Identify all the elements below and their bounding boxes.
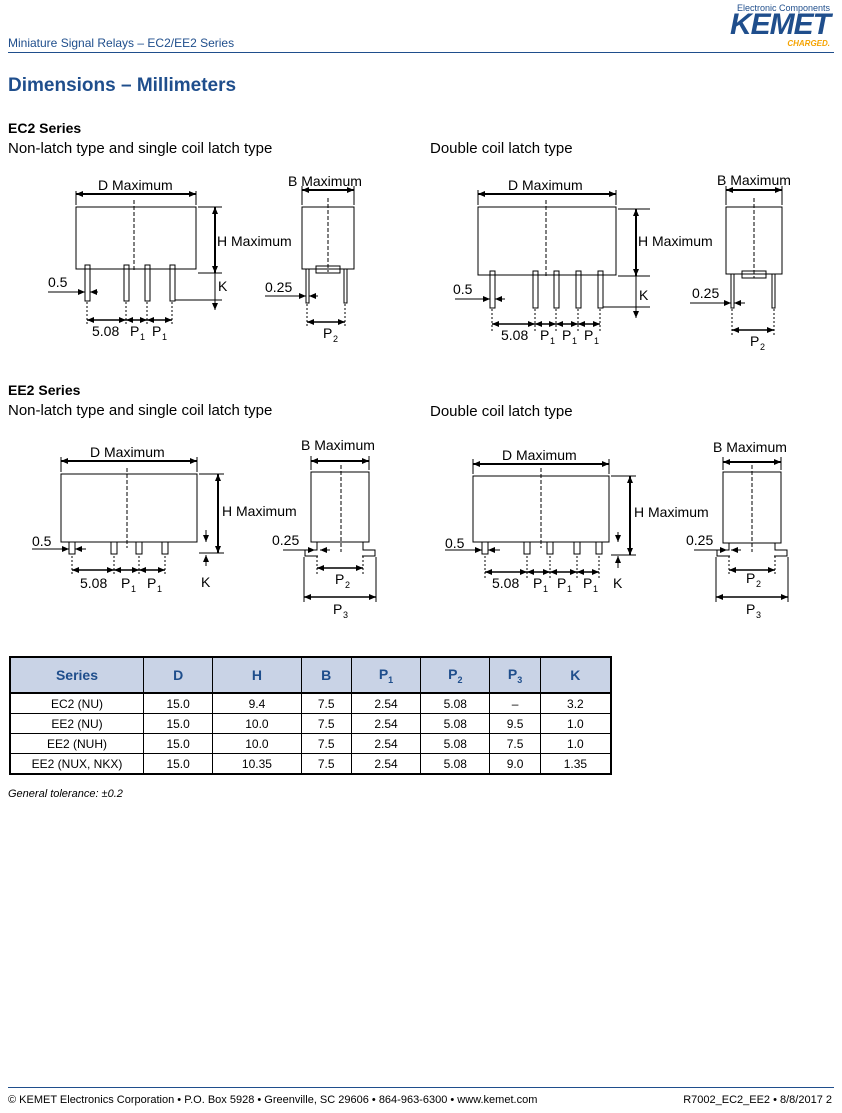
- col-b: B: [300, 656, 352, 694]
- header-rule: [8, 52, 834, 53]
- footer-contact: © KEMET Electronics Corporation • P.O. B…: [8, 1094, 538, 1106]
- ee2-dc-pitch-label: 5.08: [492, 575, 519, 591]
- svg-text:3: 3: [343, 610, 348, 620]
- ee2-right-caption: Double coil latch type: [430, 403, 573, 420]
- ee2-front-view: [32, 457, 224, 576]
- ec2-heading: EC2 Series: [8, 120, 82, 136]
- header-title: Miniature Signal Relays – EC2/EE2 Series: [8, 36, 235, 50]
- svg-text:P: P: [147, 575, 156, 591]
- ec2-dc-pin-width-label: 0.5: [453, 281, 473, 297]
- ee2-dc-h-label: H Maximum: [634, 504, 709, 520]
- ee2-pin-width-label: 0.5: [32, 533, 52, 549]
- ec2-side-pin-label: 0.25: [265, 279, 292, 295]
- ec2-dc-k-label: K: [639, 287, 649, 303]
- ec2-p2-label: P: [323, 325, 332, 341]
- svg-text:1: 1: [594, 336, 599, 346]
- ee2-p3-label: P: [333, 601, 342, 617]
- ec2-p1-label: P: [130, 323, 139, 339]
- ee2-side-view: [283, 456, 377, 602]
- ee2-left-caption: Non-latch type and single coil latch typ…: [8, 402, 273, 419]
- svg-text:1: 1: [543, 584, 548, 594]
- svg-text:P: P: [533, 575, 542, 591]
- ec2-dc-h-label: H Maximum: [638, 233, 713, 249]
- ec2-d-label: D Maximum: [98, 177, 173, 193]
- svg-text:P: P: [584, 327, 593, 343]
- ee2-pitch-label: 5.08: [80, 575, 107, 591]
- logo-charged: CHARGED.: [787, 39, 830, 48]
- col-h: H: [212, 656, 302, 694]
- ee2-b-label: B Maximum: [301, 437, 375, 453]
- svg-text:P: P: [583, 575, 592, 591]
- footer-doc-id: R7002_EC2_EE2 • 8/8/2017 2: [683, 1094, 832, 1106]
- ee2-dc-b-label: B Maximum: [713, 439, 787, 455]
- ee2-dc-side-view: [694, 457, 789, 602]
- ee2-d-label: D Maximum: [90, 444, 165, 460]
- ee2-dc-p2-label: P: [746, 570, 755, 586]
- ec2-left-caption: Non-latch type and single coil latch typ…: [8, 140, 273, 157]
- ec2-dc-pitch-label: 5.08: [501, 327, 528, 343]
- ee2-dc-pin-width-label: 0.5: [445, 535, 465, 551]
- ee2-p2-label: P: [335, 571, 344, 587]
- ee2-side-pin-label: 0.25: [272, 532, 299, 548]
- ee2-dc-side-pin-label: 0.25: [686, 532, 713, 548]
- ec2-dc-front-view: [455, 190, 650, 332]
- dimension-drawings: D Maximum H Maximum K 0.5 5.08 P 1 P 1 B…: [32, 172, 791, 620]
- ec2-b-label: B Maximum: [288, 173, 362, 189]
- table-header-row: Series D H B P1 P2 P3 K: [9, 656, 612, 694]
- col-k: K: [539, 656, 612, 694]
- ec2-p1b-label: P: [152, 323, 161, 339]
- ee2-dc-k-label: K: [613, 575, 623, 591]
- logo-tagline: Electronic Components: [736, 3, 830, 13]
- svg-text:2: 2: [760, 342, 765, 352]
- ee2-dc-front-view: [445, 459, 636, 578]
- svg-text:P: P: [540, 327, 549, 343]
- footer-rule: [8, 1087, 834, 1088]
- svg-text:P: P: [121, 575, 130, 591]
- col-p1: P1: [350, 656, 422, 694]
- ec2-dc-side-pin-label: 0.25: [692, 285, 719, 301]
- col-p2: P2: [420, 656, 491, 694]
- ec2-pin-width-label: 0.5: [48, 274, 68, 290]
- svg-text:1: 1: [140, 332, 145, 342]
- ee2-k-label: K: [201, 574, 211, 590]
- ec2-k-label: K: [218, 278, 228, 294]
- svg-text:1: 1: [567, 584, 572, 594]
- ec2-dc-p2-label: P: [750, 333, 759, 349]
- ec2-right-caption: Double coil latch type: [430, 140, 573, 157]
- svg-text:1: 1: [162, 332, 167, 342]
- ec2-h-label: H Maximum: [217, 233, 292, 249]
- svg-text:1: 1: [157, 584, 162, 594]
- ee2-dc-p3-label: P: [746, 601, 755, 617]
- svg-text:1: 1: [550, 336, 555, 346]
- ec2-side-view: [265, 186, 355, 328]
- section-title: Dimensions – Millimeters: [8, 75, 237, 96]
- svg-text:P: P: [557, 575, 566, 591]
- col-p3: P3: [489, 656, 541, 694]
- ec2-dc-d-label: D Maximum: [508, 177, 583, 193]
- ee2-heading: EE2 Series: [8, 382, 81, 398]
- svg-text:P: P: [562, 327, 571, 343]
- svg-text:3: 3: [756, 610, 761, 620]
- ec2-dc-b-label: B Maximum: [717, 172, 791, 188]
- ee2-dc-d-label: D Maximum: [502, 447, 577, 463]
- col-d: D: [142, 656, 214, 694]
- svg-text:2: 2: [333, 334, 338, 344]
- ec2-dc-side-view: [690, 186, 783, 336]
- general-tolerance: General tolerance: ±0.2: [8, 788, 123, 800]
- svg-text:2: 2: [756, 579, 761, 589]
- ec2-pitch-label: 5.08: [92, 323, 119, 339]
- svg-text:1: 1: [131, 584, 136, 594]
- col-series: Series: [9, 656, 144, 694]
- svg-text:2: 2: [345, 580, 350, 590]
- svg-text:1: 1: [572, 336, 577, 346]
- svg-text:1: 1: [593, 584, 598, 594]
- ec2-front-view: [48, 191, 222, 325]
- kemet-logo: KEMET: [730, 8, 831, 41]
- ee2-h-label: H Maximum: [222, 503, 297, 519]
